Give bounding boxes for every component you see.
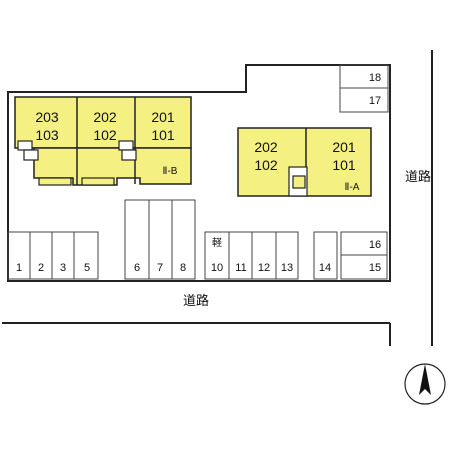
building-ii-b-main: [14, 96, 192, 149]
road-label-right: 道路: [405, 169, 431, 184]
parking-number: 7: [157, 262, 163, 274]
road-label-bottom: 道路: [183, 293, 209, 308]
unit-number: 102: [93, 127, 117, 143]
parking-stack-lower: 16 15: [340, 231, 388, 280]
parking-space: [73, 231, 99, 280]
balcony-notch: [292, 175, 306, 189]
parking-row-right: 軽 10 11 12 13: [204, 231, 299, 280]
unit-number: 203: [35, 109, 59, 125]
parking-number: 14: [319, 262, 331, 274]
unit-number: 202: [93, 109, 117, 125]
building-name: Ⅱ-B: [163, 166, 178, 177]
building-name: Ⅱ-A: [345, 182, 360, 193]
parking-number: 8: [180, 262, 186, 274]
parking-row-left: 1 2 3 5: [7, 231, 99, 280]
kei-car-label: 軽: [212, 237, 222, 249]
parking-number: 5: [84, 262, 90, 274]
compass-needle: [419, 364, 431, 395]
parking-number: 10: [211, 262, 223, 274]
unit-number: 101: [332, 157, 356, 173]
balcony-notch: [121, 149, 137, 161]
building-ii-a: 202 102 201 101 Ⅱ-A: [237, 127, 372, 197]
parking-space: [275, 231, 299, 280]
unit-number: 103: [35, 127, 59, 143]
parking-number: 3: [60, 262, 66, 274]
parking-row-middle: 6 7 8: [124, 199, 196, 280]
parking-space: [340, 254, 388, 280]
parking-space: [171, 199, 196, 280]
balcony-notch: [118, 140, 134, 151]
parking-number: 13: [281, 262, 293, 274]
parking-number: 16: [369, 239, 381, 251]
unit-number: 202: [254, 139, 278, 155]
unit-number: 102: [254, 157, 278, 173]
balcony-notch: [81, 177, 115, 186]
balcony-notch: [17, 140, 33, 151]
unit-number: 201: [151, 109, 175, 125]
parking-stack-upper: 18 17: [339, 64, 389, 113]
parking-number: 17: [369, 95, 381, 107]
balcony-notch: [38, 177, 72, 186]
parking-number: 2: [38, 262, 44, 274]
parking-space-14: [313, 231, 338, 280]
parking-space: [339, 87, 389, 113]
parking-number: 15: [369, 262, 381, 274]
balcony-notch: [23, 149, 39, 161]
north-arrow-icon: [404, 363, 446, 405]
parking-number: 18: [369, 72, 381, 84]
property-boundary: [7, 64, 391, 282]
parking-number: 11: [235, 262, 246, 274]
unit-number: 201: [332, 139, 356, 155]
parking-number: 6: [134, 262, 140, 274]
building-ii-b: 203 103 202 102 201 101 Ⅱ-B: [14, 96, 192, 186]
parking-number: 12: [258, 262, 270, 274]
unit-number: 101: [151, 127, 175, 143]
parking-number: 1: [16, 262, 22, 274]
